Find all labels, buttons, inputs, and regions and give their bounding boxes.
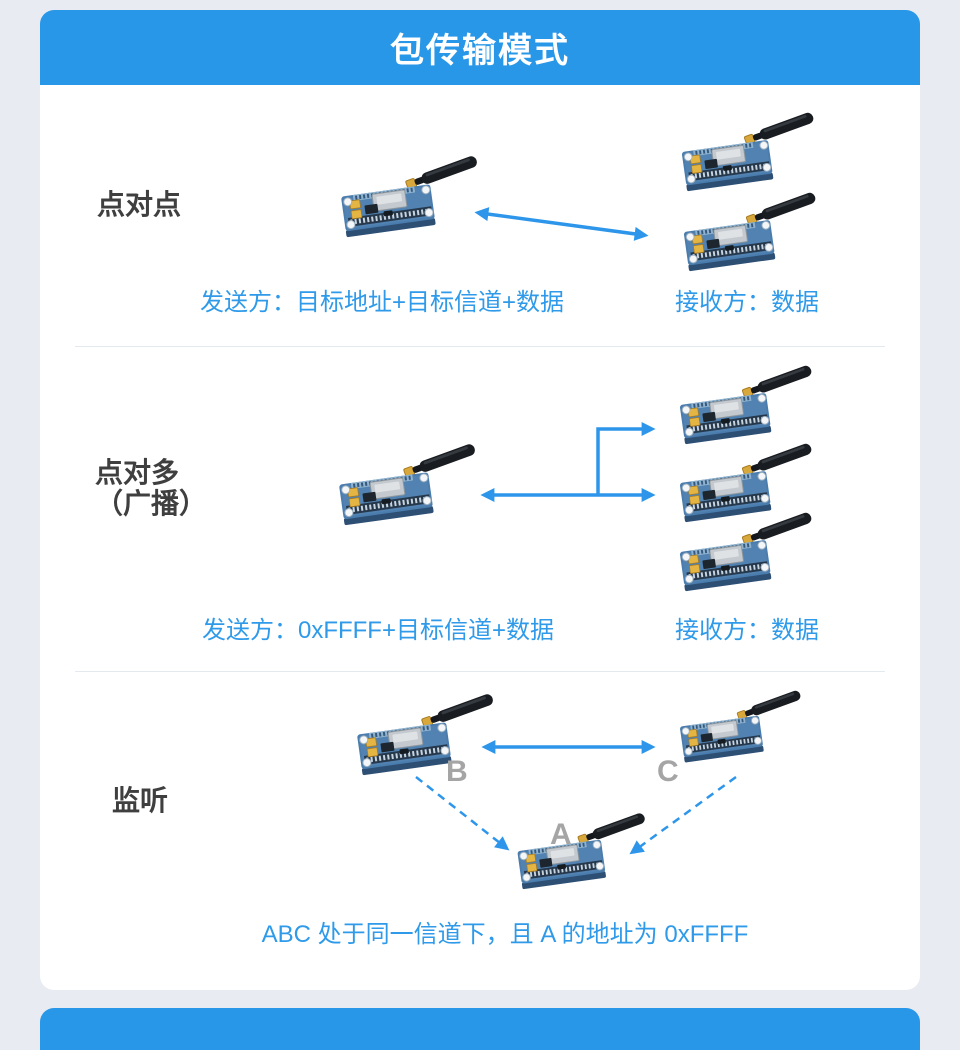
lora-module-s1-sender <box>330 140 490 270</box>
node-label-a: A <box>550 818 572 851</box>
lora-module-s2-sender <box>328 428 488 558</box>
section-header-bar: 包传输模式 <box>40 10 920 85</box>
section-label-broadcast-line2: （广播） <box>95 488 208 519</box>
lora-module-s2-receiver-3 <box>669 497 824 623</box>
page-title: 包传输模式 <box>390 32 570 70</box>
node-label-c: C <box>657 755 679 788</box>
sender-caption-p2p: 发送方：目标地址+目标信道+数据 <box>199 289 565 316</box>
section-label-listen: 监听 <box>112 785 169 816</box>
node-label-b: B <box>446 755 468 788</box>
listen-note: ABC 处于同一信道下，且 A 的地址为 0xFFFF <box>261 921 749 948</box>
next-section-header-bar <box>40 1008 920 1050</box>
section-label-broadcast: 点对多 （广播） <box>95 457 207 519</box>
section-label-p2p: 点对点 <box>97 189 182 220</box>
section-divider <box>75 346 885 347</box>
lora-module-s3-node-b <box>346 678 506 808</box>
sender-caption-broadcast: 发送方：0xFFFF+目标信道+数据 <box>201 617 555 644</box>
section-label-broadcast-line1: 点对多 <box>95 457 180 488</box>
lora-module-s3-node-c <box>670 676 812 792</box>
lora-module-s1-receiver-2 <box>673 177 828 303</box>
section-divider <box>75 671 885 672</box>
receiver-caption-broadcast: 接收方：数据 <box>675 617 819 644</box>
receiver-caption-p2p: 接收方：数据 <box>675 289 819 316</box>
lora-module-s3-node-a <box>507 798 657 920</box>
